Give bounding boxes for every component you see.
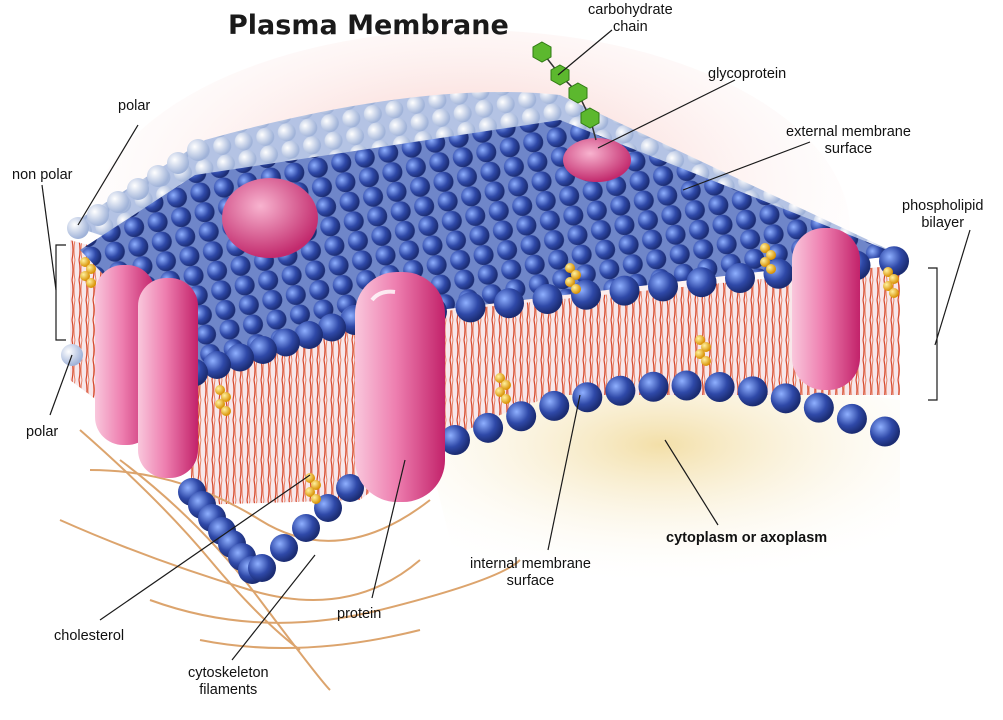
label-line: filaments [188,682,269,699]
label-polar-bottom: polar [26,424,58,441]
phospholipid-head [638,372,668,402]
protein-channel-left [95,265,198,478]
glycoprotein [563,138,631,182]
phospholipid-head [837,404,867,434]
phospholipid-head [738,376,768,406]
phospholipid-head [167,152,189,174]
phospholipid-head [571,284,581,294]
phospholipid-head [889,288,899,298]
phospholipid-head [766,264,776,274]
label-line: phospholipid [902,198,983,215]
phospholipid-head [473,413,503,443]
label-line: surface [470,573,591,590]
protein-channel-center [355,272,445,502]
phospholipid-head [87,204,109,226]
phospholipid-head [725,263,755,293]
label-non-polar: non polar [12,167,72,184]
phospholipid-head [701,356,711,366]
label-polar-top: polar [118,98,150,115]
phospholipid-head [672,370,702,400]
label-line: internal membrane [470,556,591,573]
phospholipid-head [311,494,321,504]
phospholipid-head [67,217,89,239]
phospholipid-head [501,394,511,404]
label-carbohydrate-chain: carbohydrate chain [588,2,673,36]
phospholipid-head [687,267,717,297]
phospholipid-head [127,178,149,200]
phospholipid-head [870,416,900,446]
phospholipid-head [610,276,640,306]
phospholipid-head [456,292,486,322]
phospholipid-head [221,406,231,416]
phospholipid-head [270,534,298,562]
phospholipid-head [494,288,524,318]
label-cytoplasm: cytoplasm or axoplasm [666,530,827,547]
peripheral-protein-dome [222,178,318,258]
phospholipid-head [107,191,129,213]
phospholipid-head [533,284,563,314]
phospholipid-head [506,401,536,431]
label-protein: protein [337,606,381,623]
protein-channel-right [792,228,860,390]
label-line: chain [588,19,673,36]
label-line: bilayer [902,215,983,232]
phospholipid-head [605,376,635,406]
label-glycoprotein: glycoprotein [708,66,786,83]
phospholipid-head [147,165,169,187]
phospholipid-head [86,278,96,288]
label-external-membrane-surface: external membrane surface [786,124,911,158]
phospholipid-head [248,554,276,582]
label-internal-membrane-surface: internal membrane surface [470,556,591,590]
page-title: Plasma Membrane [228,10,509,41]
label-line: surface [786,141,911,158]
label-phospholipid-bilayer: phospholipid bilayer [902,198,983,232]
label-line: carbohydrate [588,2,673,19]
phospholipid-head [804,393,834,423]
phospholipid-head [187,139,209,161]
phospholipid-head [292,514,320,542]
phospholipid-head [705,372,735,402]
label-line: external membrane [786,124,911,141]
phospholipid-head [648,271,678,301]
phospholipid-head [539,391,569,421]
label-cytoskeleton-filaments: cytoskeleton filaments [188,665,269,699]
phospholipid-head [771,383,801,413]
label-line: cytoskeleton [188,665,269,682]
label-cholesterol: cholesterol [54,628,124,645]
